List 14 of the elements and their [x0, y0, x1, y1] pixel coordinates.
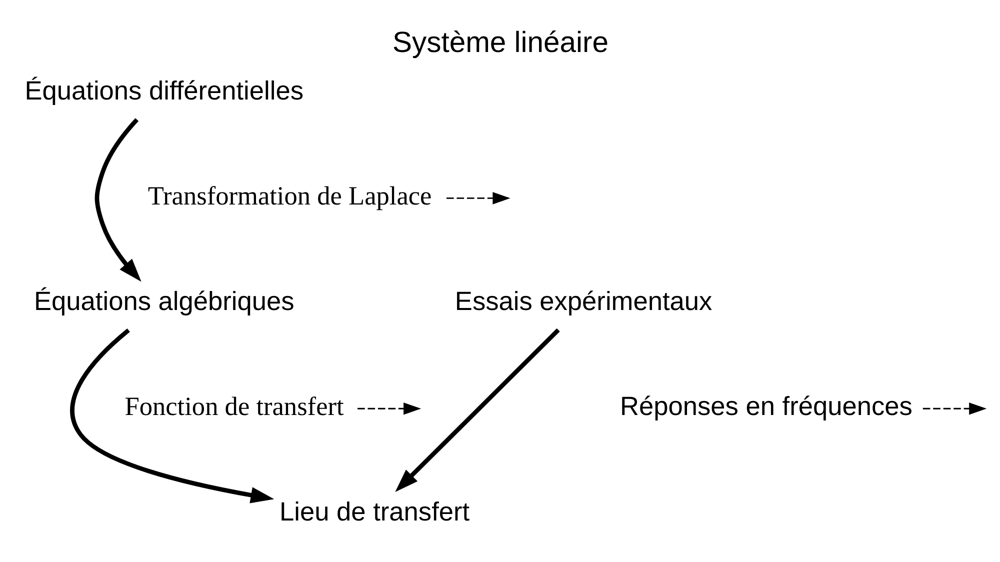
node-text: Essais expérimentaux	[454, 285, 712, 316]
arrow	[922, 402, 986, 414]
node-text: Transformation de Laplace	[147, 181, 432, 210]
arrow	[357, 402, 421, 414]
arrow	[446, 192, 510, 204]
node-text: Réponses en fréquences	[620, 390, 912, 421]
node-text: Fonction de transfert	[124, 392, 344, 421]
node-text: Équations algébriques	[34, 285, 294, 316]
diagram-title: Système linéaire	[392, 26, 608, 59]
arrow	[94, 118, 141, 282]
node-text: Lieu de transfert	[279, 496, 470, 526]
arrow	[70, 328, 274, 503]
arrow	[394, 328, 560, 492]
node-text: Équations différentielles	[24, 74, 304, 105]
